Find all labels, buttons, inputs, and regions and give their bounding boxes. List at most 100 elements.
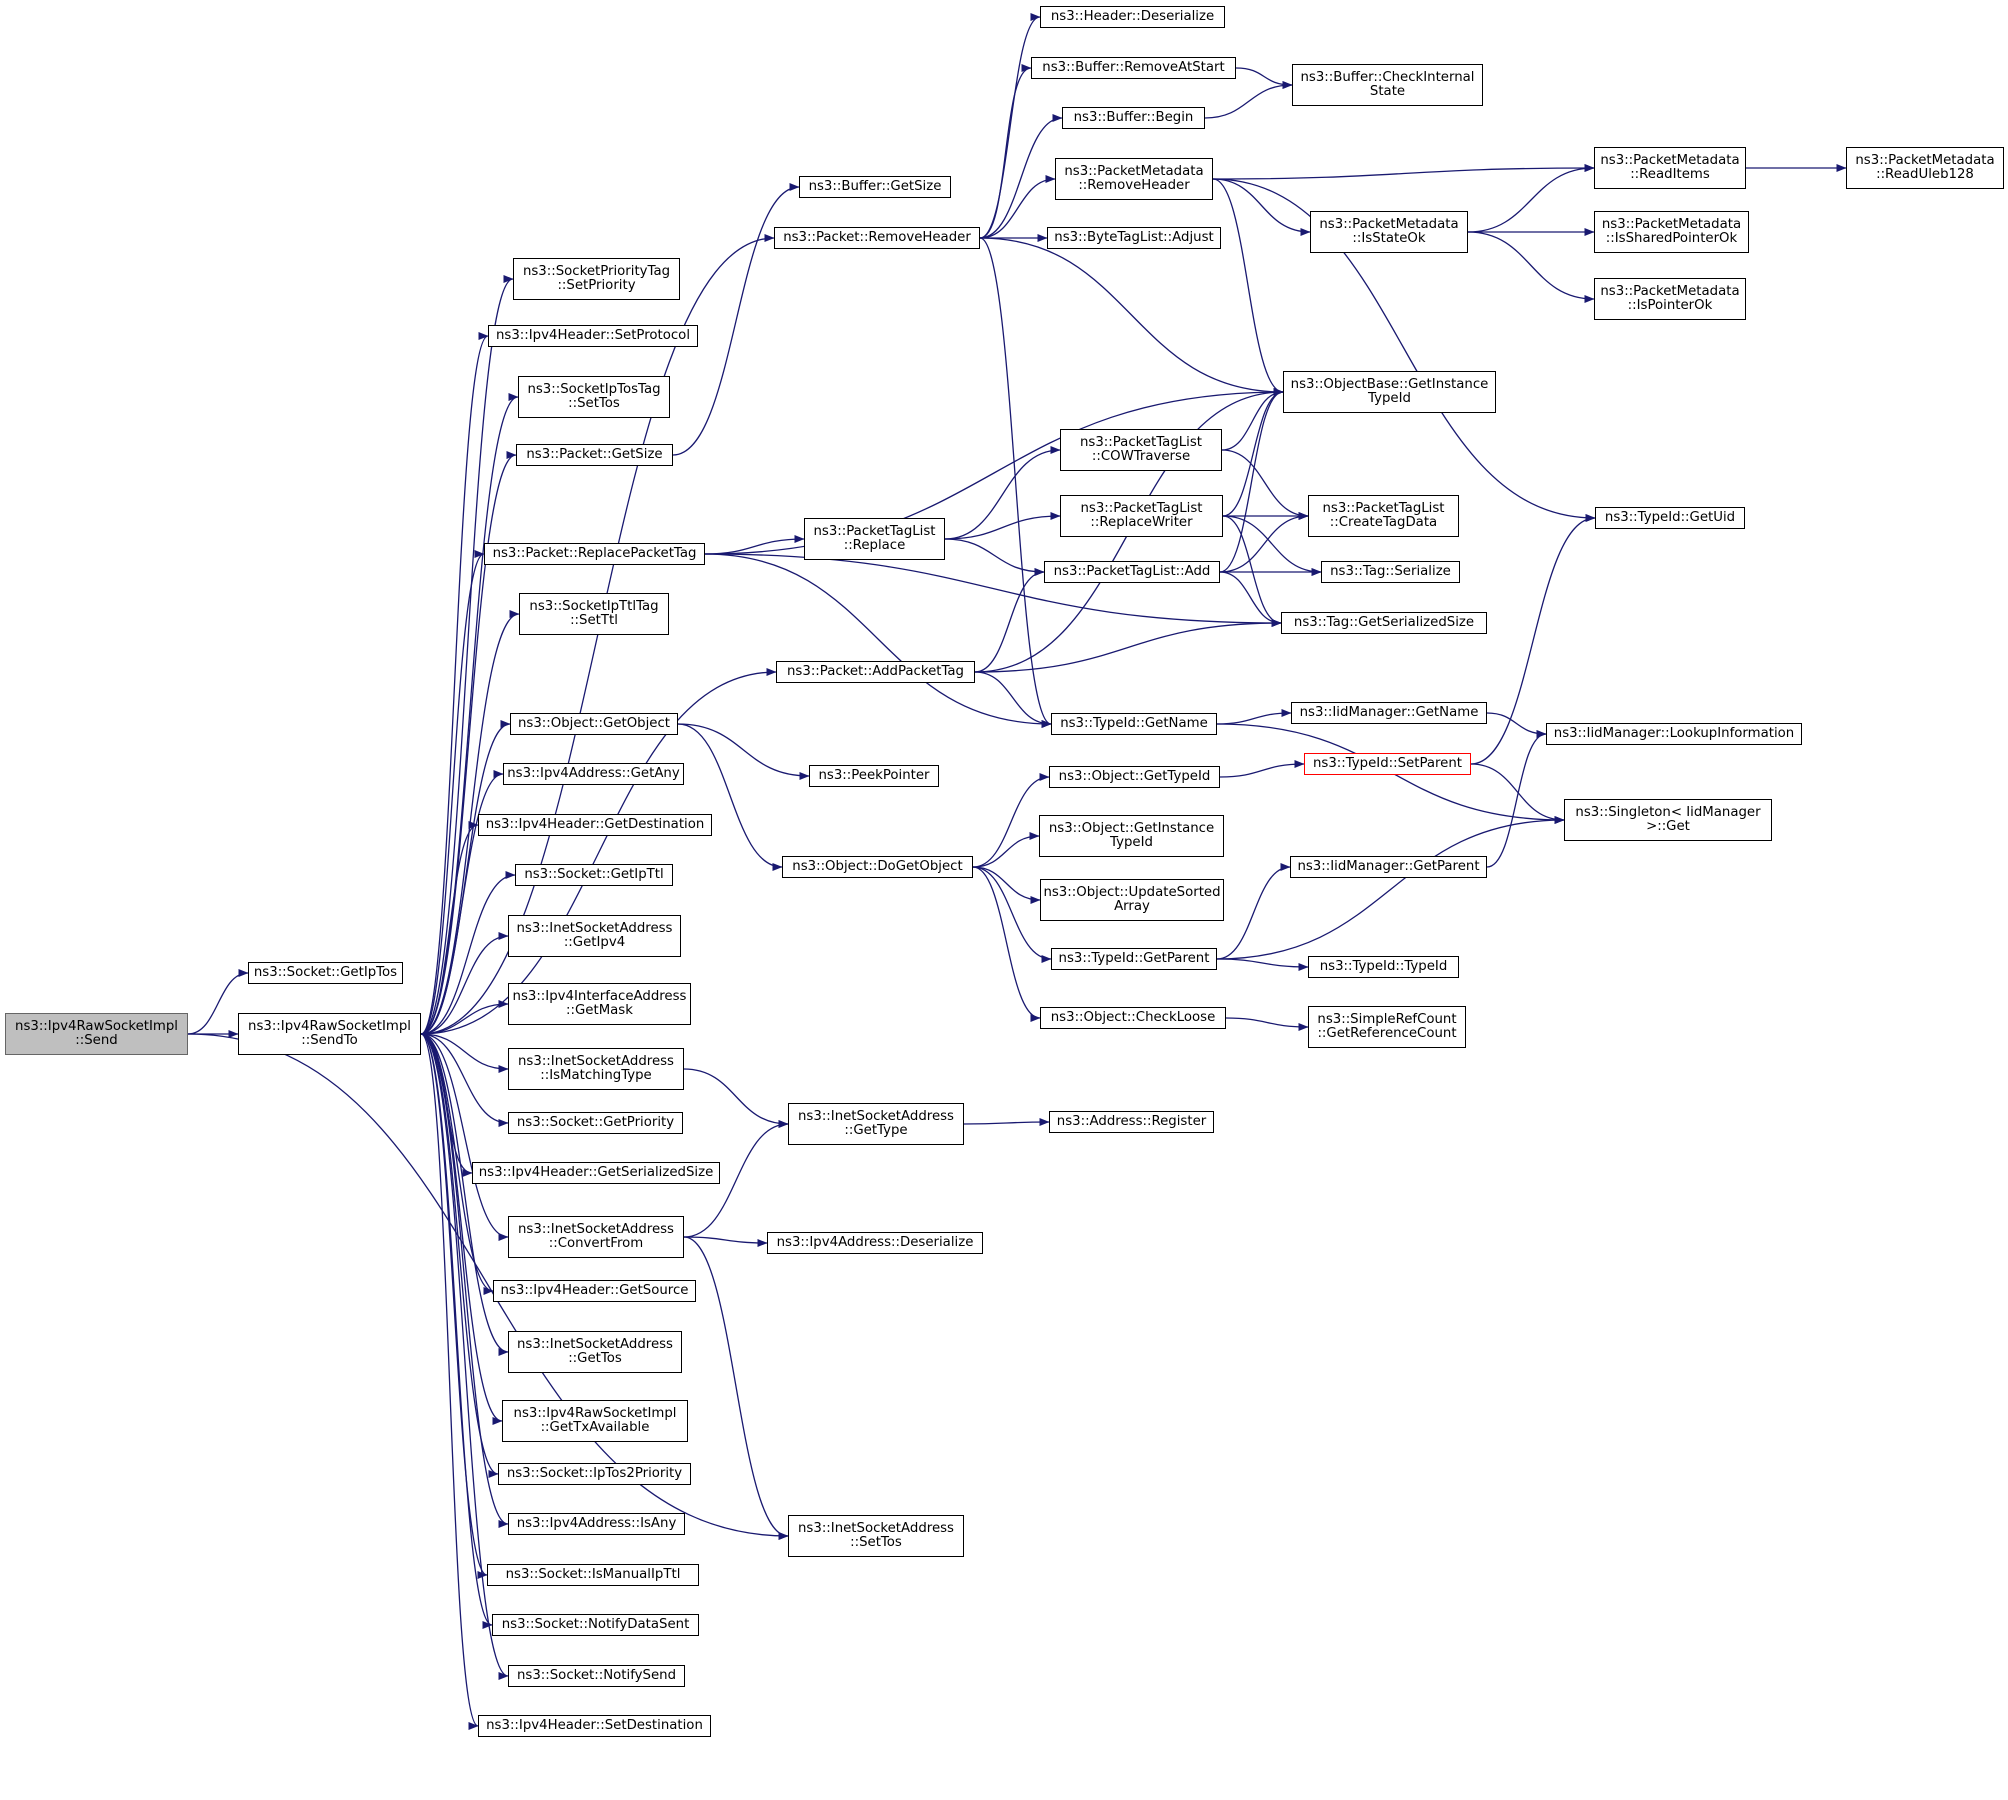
node-ns3-packetmetadata-readitems[interactable]: ns3::PacketMetadata ::ReadItems <box>1594 147 1746 189</box>
node-ns3-object-dogetobject[interactable]: ns3::Object::DoGetObject <box>782 856 973 878</box>
node-ns3-object-getobject[interactable]: ns3::Object::GetObject <box>510 713 678 735</box>
node-ns3-packetmetadata-removeheader[interactable]: ns3::PacketMetadata ::RemoveHeader <box>1055 158 1213 200</box>
edge-n55-to-n58 <box>1221 449 1309 520</box>
node-ns3-buffer-begin[interactable]: ns3::Buffer::Begin <box>1062 107 1205 129</box>
node-ns3-typeid-setparent[interactable]: ns3::TypeId::SetParent <box>1304 753 1471 775</box>
edge-n65-to-n48 <box>1470 514 1596 765</box>
node-ns3-inetsocketaddress-ismatchingtype[interactable]: ns3::InetSocketAddress ::IsMatchingType <box>508 1048 684 1090</box>
node-label: ns3::Object::GetTypeId <box>1058 768 1211 784</box>
edge-n16-to-n44 <box>683 1068 789 1128</box>
node-ns3-socket-getiptos[interactable]: ns3::Socket::GetIpTos <box>248 962 403 984</box>
node-ns3-bytetaglist-adjust[interactable]: ns3::ByteTagList::Adjust <box>1047 227 1221 249</box>
node-ns3-iidmanager-getparent[interactable]: ns3::IidManager::GetParent <box>1290 856 1487 878</box>
node-ns3-socket-notifydatasent[interactable]: ns3::Socket::NotifyDataSent <box>492 1614 699 1636</box>
node-ns3-ipv4rawsocketimpl-sendto[interactable]: ns3::Ipv4RawSocketImpl ::SendTo <box>238 1013 421 1055</box>
node-label: ns3::PacketMetadata ::IsSharedPointerOk <box>1601 216 1742 246</box>
edge-n30-to-n57 <box>974 568 1045 673</box>
node-ns3-socket-iptos2priority[interactable]: ns3::Socket::IpTos2Priority <box>498 1463 691 1485</box>
node-label: ns3::Object::GetInstance TypeId <box>1048 820 1215 850</box>
node-ns3-singleton-iidmanager-get[interactable]: ns3::Singleton< IidManager >::Get <box>1564 799 1772 841</box>
node-ns3-buffer-checkinternal-state[interactable]: ns3::Buffer::CheckInternal State <box>1292 64 1483 106</box>
edge-n29-to-n38 <box>979 237 1284 396</box>
edge-n63-to-n54 <box>1216 816 1565 960</box>
node-ns3-ipv4address-getany[interactable]: ns3::Ipv4Address::GetAny <box>503 763 684 785</box>
node-label: ns3::Ipv4Address::Deserialize <box>776 1234 974 1250</box>
edge-n56-to-n59 <box>1222 515 1322 576</box>
node-ns3-socket-ismanualipttl[interactable]: ns3::Socket::IsManualIpTtl <box>487 1564 699 1586</box>
node-ns3-inetsocketaddress-getipv4[interactable]: ns3::InetSocketAddress ::GetIpv4 <box>508 915 681 957</box>
node-label: ns3::InetSocketAddress ::IsMatchingType <box>518 1053 674 1083</box>
node-ns3-objectbase-getinstance-typeid[interactable]: ns3::ObjectBase::GetInstance TypeId <box>1283 371 1496 413</box>
node-ns3-packetmetadata-isstateok[interactable]: ns3::PacketMetadata ::IsStateOk <box>1310 211 1468 253</box>
node-label: ns3::Packet::RemoveHeader <box>783 229 971 245</box>
node-ns3-ipv4header-getdestination[interactable]: ns3::Ipv4Header::GetDestination <box>478 814 712 836</box>
node-ns3-simplerefcount-getreferencecount[interactable]: ns3::SimpleRefCount ::GetReferenceCount <box>1308 1006 1466 1048</box>
node-ns3-packet-replacepackettag[interactable]: ns3::Packet::ReplacePacketTag <box>484 543 705 565</box>
edge-n2-to-n17 <box>420 1033 509 1127</box>
node-ns3-packet-removeheader[interactable]: ns3::Packet::RemoveHeader <box>774 227 980 249</box>
edge-n2-to-n27 <box>420 1033 509 1680</box>
node-ns3-buffer-removeatstart[interactable]: ns3::Buffer::RemoveAtStart <box>1031 57 1236 79</box>
node-ns3-socket-getipttl[interactable]: ns3::Socket::GetIpTtl <box>515 864 673 886</box>
node-ns3-object-updatesorted-array[interactable]: ns3::Object::UpdateSorted Array <box>1040 879 1224 921</box>
node-ns3-ipv4rawsocketimpl-gettxavailable[interactable]: ns3::Ipv4RawSocketImpl ::GetTxAvailable <box>502 1400 688 1442</box>
node-label: ns3::TypeId::GetName <box>1060 715 1208 731</box>
node-ns3-packettaglist-createtagdata[interactable]: ns3::PacketTagList ::CreateTagData <box>1308 495 1459 537</box>
edge-n8-to-n39 <box>704 553 1052 728</box>
edge-n2-to-n12 <box>420 821 479 1035</box>
edge-n65-to-n54 <box>1470 763 1565 824</box>
node-ns3-socketipttltag-setttl[interactable]: ns3::SocketIpTtlTag ::SetTtl <box>519 593 669 635</box>
node-ns3-inetsocketaddress-settos[interactable]: ns3::InetSocketAddress ::SetTos <box>788 1515 964 1557</box>
node-ns3-packetmetadata-ispointerok[interactable]: ns3::PacketMetadata ::IsPointerOk <box>1594 278 1746 320</box>
edge-n29-to-n35 <box>979 175 1056 239</box>
node-ns3-peekpointer[interactable]: ns3::PeekPointer <box>809 765 939 787</box>
node-ns3-ipv4address-isany[interactable]: ns3::Ipv4Address::IsAny <box>508 1513 685 1535</box>
node-ns3-packettaglist-cowtraverse[interactable]: ns3::PacketTagList ::COWTraverse <box>1060 429 1222 471</box>
node-ns3-object-gettypeid[interactable]: ns3::Object::GetTypeId <box>1049 766 1220 788</box>
node-label: ns3::InetSocketAddress ::SetTos <box>798 1520 954 1550</box>
edge-n57-to-n58 <box>1219 512 1309 573</box>
node-ns3-typeid-getuid[interactable]: ns3::TypeId::GetUid <box>1595 507 1745 529</box>
node-ns3-iidmanager-lookupinformation[interactable]: ns3::IidManager::LookupInformation <box>1546 723 1802 745</box>
node-ns3-ipv4interfaceaddress-getmask[interactable]: ns3::Ipv4InterfaceAddress ::GetMask <box>508 983 691 1025</box>
node-ns3-socket-notifysend[interactable]: ns3::Socket::NotifySend <box>508 1665 685 1687</box>
node-ns3-packet-addpackettag[interactable]: ns3::Packet::AddPacketTag <box>776 661 975 683</box>
node-ns3-packettaglist-replacewriter[interactable]: ns3::PacketTagList ::ReplaceWriter <box>1060 495 1223 537</box>
node-ns3-ipv4header-getsource[interactable]: ns3::Ipv4Header::GetSource <box>493 1280 696 1302</box>
node-ns3-address-register[interactable]: ns3::Address::Register <box>1049 1111 1214 1133</box>
node-ns3-typeid-getparent[interactable]: ns3::TypeId::GetParent <box>1051 948 1217 970</box>
node-ns3-iidmanager-getname[interactable]: ns3::IidManager::GetName <box>1291 702 1487 724</box>
node-ns3-ipv4rawsocketimpl-send[interactable]: ns3::Ipv4RawSocketImpl ::Send <box>5 1013 188 1055</box>
node-ns3-object-checkloose[interactable]: ns3::Object::CheckLoose <box>1040 1007 1226 1029</box>
node-ns3-tag-getserializedsize[interactable]: ns3::Tag::GetSerializedSize <box>1281 612 1487 634</box>
edge-n34-to-n37 <box>1204 81 1293 119</box>
edge-n2-to-n21 <box>420 1033 509 1356</box>
node-ns3-socketprioritytag-setpriority[interactable]: ns3::SocketPriorityTag ::SetPriority <box>513 258 680 300</box>
node-ns3-packettaglist-replace[interactable]: ns3::PacketTagList ::Replace <box>804 518 945 560</box>
edge-n2-to-n14 <box>420 932 509 1035</box>
node-ns3-inetsocketaddress-gettype[interactable]: ns3::InetSocketAddress ::GetType <box>788 1103 964 1145</box>
edge-n43-to-n64 <box>972 866 1041 1022</box>
node-label: ns3::Ipv4RawSocketImpl ::GetTxAvailable <box>513 1405 677 1435</box>
node-ns3-header-deserialize[interactable]: ns3::Header::Deserialize <box>1040 6 1225 28</box>
node-ns3-ipv4header-setprotocol[interactable]: ns3::Ipv4Header::SetProtocol <box>488 325 698 347</box>
node-ns3-socketiptostag-settos[interactable]: ns3::SocketIpTosTag ::SetTos <box>518 376 670 418</box>
node-ns3-object-getinstance-typeid[interactable]: ns3::Object::GetInstance TypeId <box>1039 815 1224 857</box>
node-ns3-ipv4header-setdestination[interactable]: ns3::Ipv4Header::SetDestination <box>478 1715 711 1737</box>
node-ns3-packettaglist-add[interactable]: ns3::PacketTagList::Add <box>1044 561 1220 583</box>
node-ns3-inetsocketaddress-convertfrom[interactable]: ns3::InetSocketAddress ::ConvertFrom <box>508 1216 684 1258</box>
node-ns3-ipv4address-deserialize[interactable]: ns3::Ipv4Address::Deserialize <box>767 1232 983 1254</box>
node-ns3-typeid-typeid[interactable]: ns3::TypeId::TypeId <box>1308 956 1459 978</box>
node-ns3-tag-serialize[interactable]: ns3::Tag::Serialize <box>1321 561 1460 583</box>
node-ns3-packetmetadata-issharedpointerok[interactable]: ns3::PacketMetadata ::IsSharedPointerOk <box>1594 211 1749 253</box>
node-ns3-ipv4header-getserializedsize[interactable]: ns3::Ipv4Header::GetSerializedSize <box>472 1162 720 1184</box>
edge-n64-to-n68 <box>1225 1017 1309 1031</box>
node-ns3-packetmetadata-readuleb128[interactable]: ns3::PacketMetadata ::ReadUleb128 <box>1846 147 2004 189</box>
node-ns3-typeid-getname[interactable]: ns3::TypeId::GetName <box>1051 713 1217 735</box>
node-ns3-buffer-getsize[interactable]: ns3::Buffer::GetSize <box>799 176 951 198</box>
node-ns3-inetsocketaddress-gettos[interactable]: ns3::InetSocketAddress ::GetTos <box>508 1331 682 1373</box>
node-ns3-packet-getsize[interactable]: ns3::Packet::GetSize <box>516 444 673 466</box>
node-ns3-socket-getpriority[interactable]: ns3::Socket::GetPriority <box>508 1112 683 1134</box>
edge-n40-to-n55 <box>944 446 1061 540</box>
